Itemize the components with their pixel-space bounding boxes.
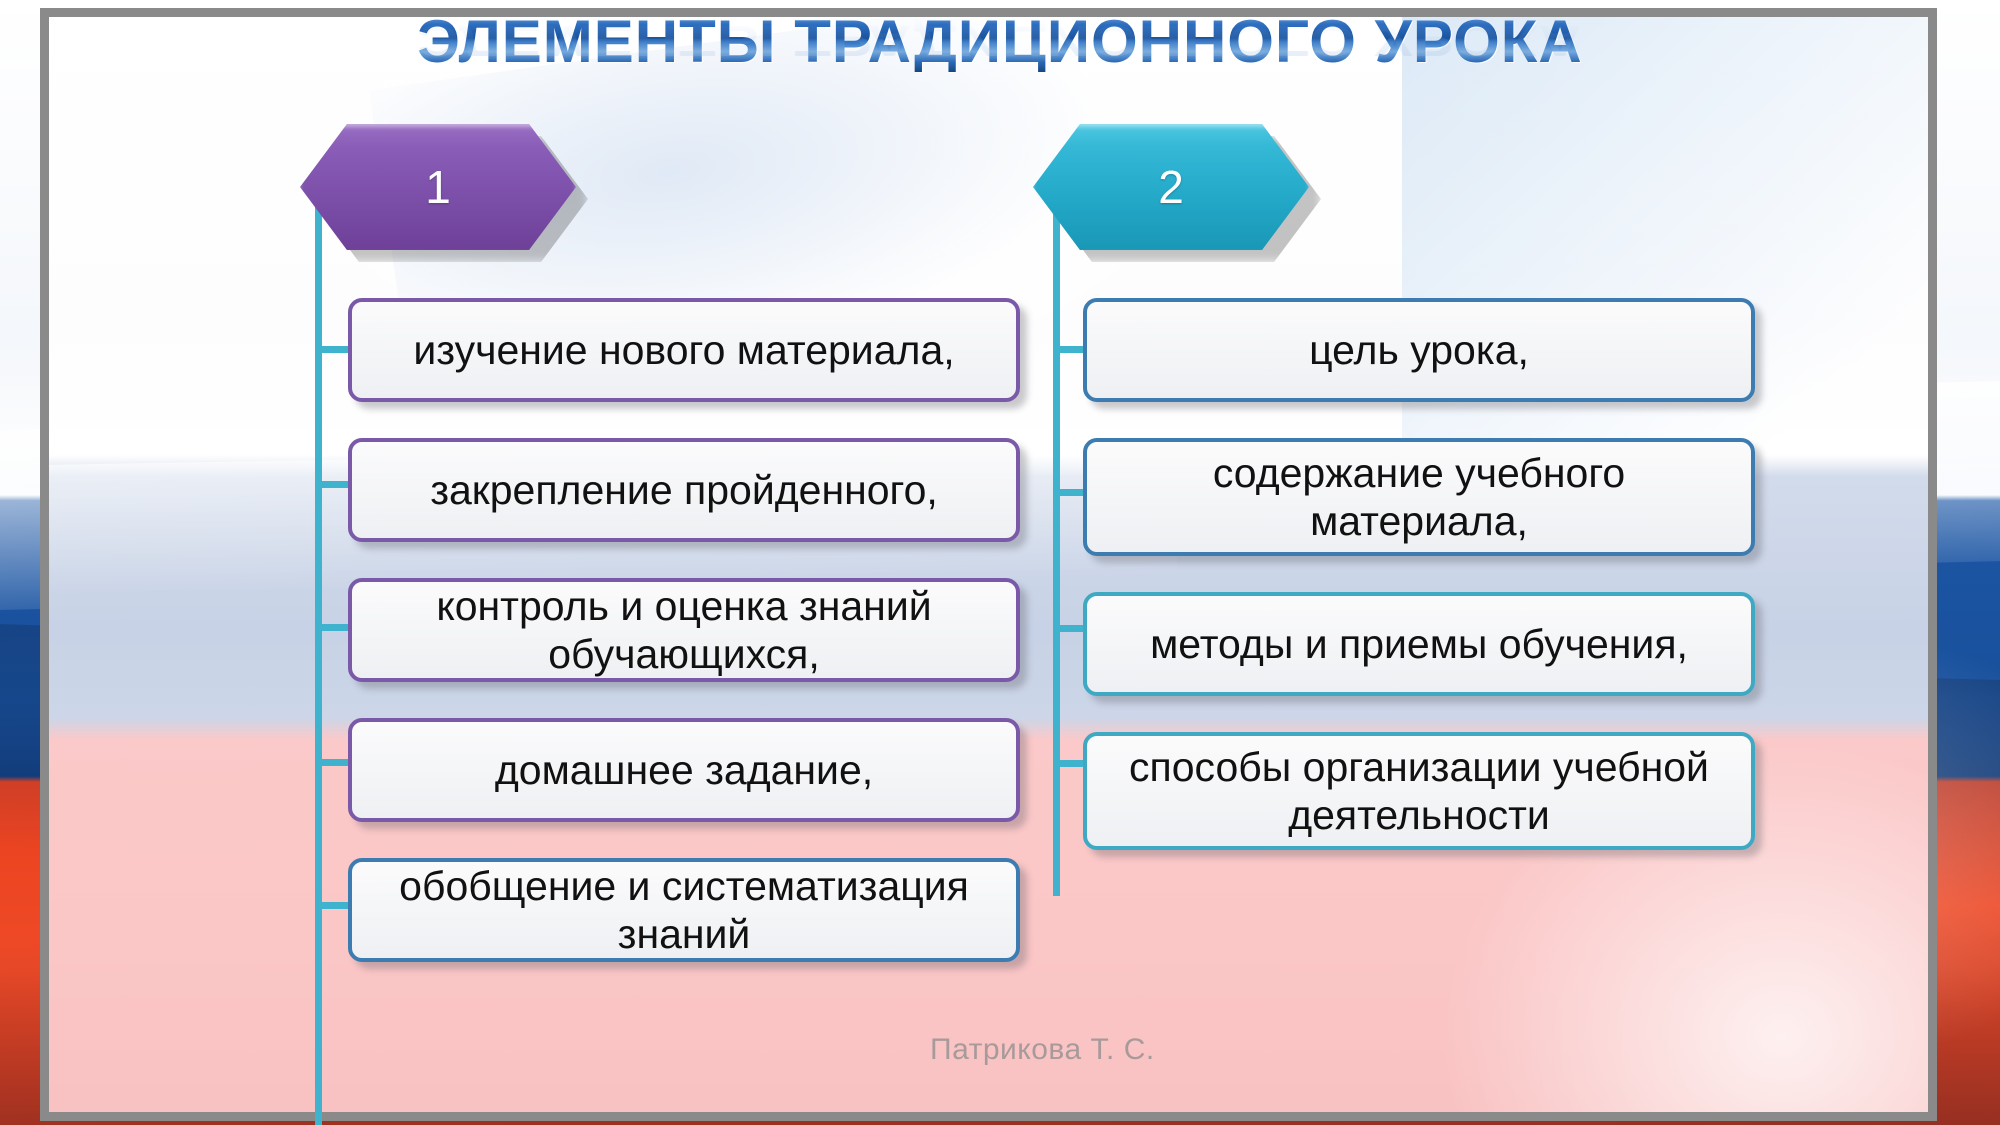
connector-spine-right xyxy=(1053,206,1060,896)
list-item-label: обобщение и систематизация знаний xyxy=(399,862,969,957)
list-item[interactable]: способы организации учебной деятельности xyxy=(1083,732,1755,850)
column-right: цель урока, содержание учебного материал… xyxy=(1083,298,1755,886)
connector-stub-right-2 xyxy=(1053,489,1093,496)
list-item[interactable]: методы и приемы обучения, xyxy=(1083,592,1755,696)
connector-stub-left-4 xyxy=(315,759,355,766)
author-watermark: Патрикова Т. С. xyxy=(930,1033,1155,1066)
connector-stub-right-3 xyxy=(1053,625,1093,632)
column-left: изучение нового материала, закрепление п… xyxy=(348,298,1020,998)
list-item[interactable]: изучение нового материала, xyxy=(348,298,1020,402)
list-item-label: содержание учебного материала, xyxy=(1212,449,1626,544)
hexagon-marker-2[interactable]: 2 xyxy=(1033,124,1309,250)
hexagon-marker-2-label: 2 xyxy=(1158,161,1184,213)
connector-stub-left-3 xyxy=(315,624,355,631)
connector-spine-left xyxy=(315,206,322,1125)
list-item-label: цель урока, xyxy=(1309,326,1529,373)
list-item[interactable]: контроль и оценка знаний обучающихся, xyxy=(348,578,1020,682)
background-soft-highlight-c xyxy=(1401,17,1928,521)
list-item-label: закрепление пройденного, xyxy=(430,466,938,513)
list-item[interactable]: обобщение и систематизация знаний xyxy=(348,858,1020,962)
hexagon-marker-1[interactable]: 1 xyxy=(300,124,576,250)
list-item-label: контроль и оценка знаний обучающихся, xyxy=(436,582,932,677)
connector-stub-left-1 xyxy=(315,346,355,353)
hexagon-marker-1-label: 1 xyxy=(425,161,451,213)
list-item[interactable]: домашнее задание, xyxy=(348,718,1020,822)
list-item[interactable]: закрепление пройденного, xyxy=(348,438,1020,542)
list-item[interactable]: содержание учебного материала, xyxy=(1083,438,1755,556)
connector-stub-left-5 xyxy=(315,902,355,909)
connector-stub-right-1 xyxy=(1053,346,1093,353)
list-item-label: способы организации учебной деятельности xyxy=(1129,743,1709,838)
list-item-label: изучение нового материала, xyxy=(413,326,955,373)
list-item[interactable]: цель урока, xyxy=(1083,298,1755,402)
list-item-label: домашнее задание, xyxy=(494,746,874,793)
connector-stub-right-4 xyxy=(1053,760,1093,767)
connector-stub-left-2 xyxy=(315,481,355,488)
list-item-label: методы и приемы обучения, xyxy=(1150,620,1688,667)
